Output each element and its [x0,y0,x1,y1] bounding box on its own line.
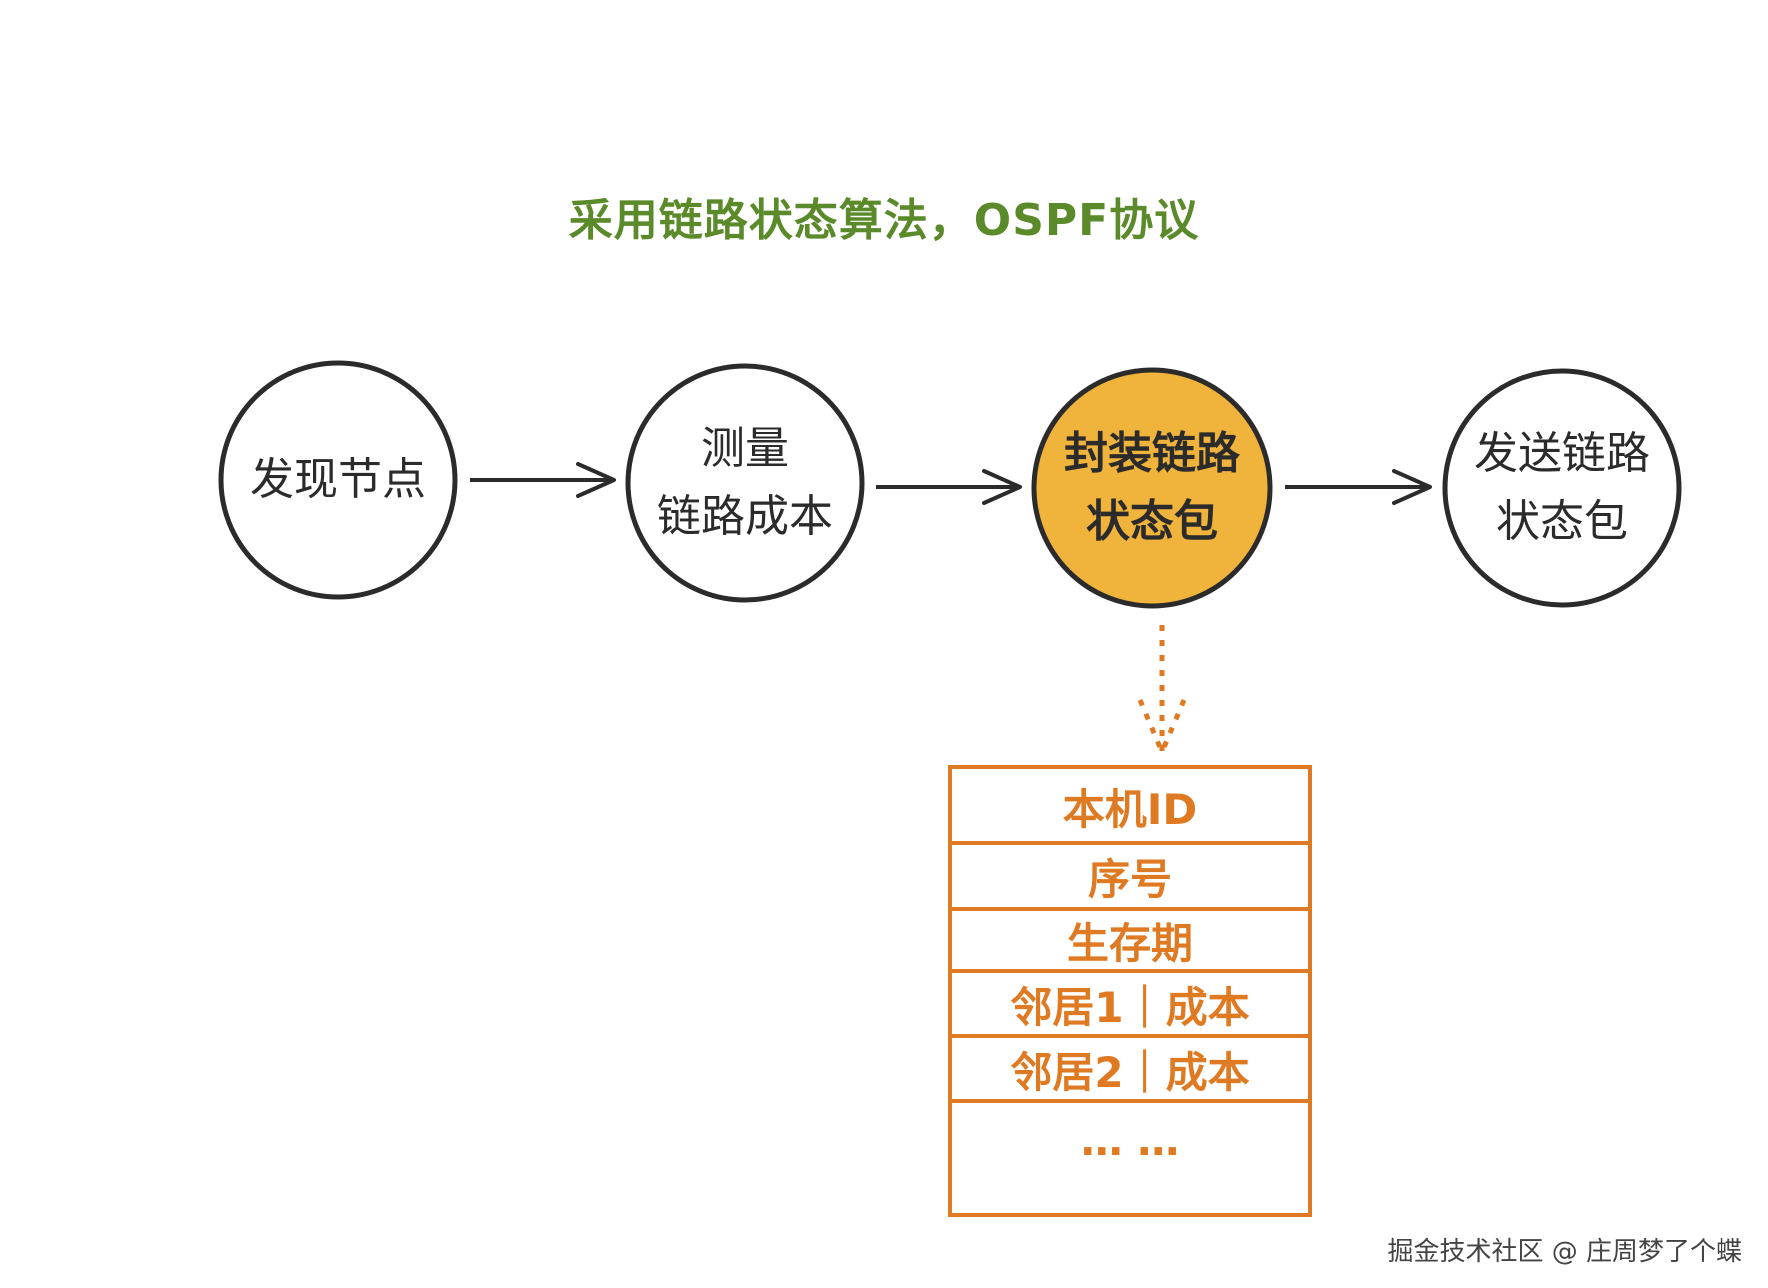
diagram-title: 采用链路状态算法，OSPF协议 [568,195,1200,246]
packet-row-ellipsis: … … [1080,1115,1180,1165]
node-encapsulate-label: 封装链路 状态包 [1064,428,1240,547]
node-discover-circle [218,360,458,600]
dotted-arrow-head-left [1137,699,1165,753]
packet-row-sequence: 序号 [1087,854,1172,904]
packet-row-router-id: 本机ID [1062,784,1198,834]
node-measure-label: 测量 链路成本 [657,423,833,542]
packet-row-neighbor-2: 邻居2｜成本 [1010,1047,1250,1097]
node-discover-label: 发现节点 [250,454,426,505]
node-measure-circle [625,363,865,603]
packet-row-ttl: 生存期 [1066,918,1193,968]
dotted-arrow-head-right [1159,699,1187,753]
node-send-circle [1442,368,1682,608]
node-send-label: 发送链路 状态包 [1474,428,1650,547]
packet-row-neighbor-1: 邻居1｜成本 [1010,982,1250,1032]
node-encapsulate-circle [1031,367,1273,609]
watermark: 掘金技术社区 @ 庄周梦了个蝶 [1387,1237,1742,1267]
